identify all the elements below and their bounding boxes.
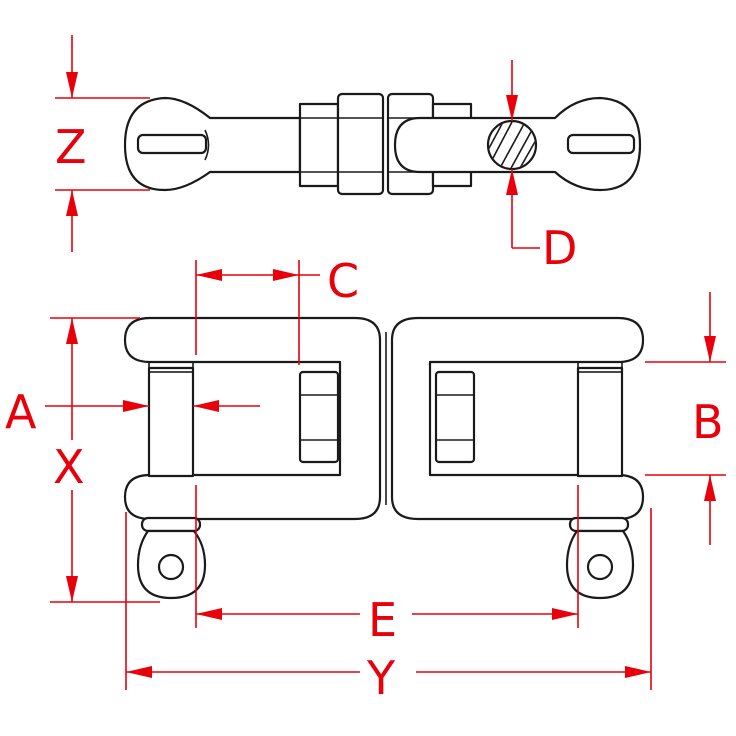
label-x: X [53, 440, 85, 494]
front-view [123, 316, 645, 600]
label-d: D [542, 221, 577, 275]
right-pin-slot [566, 133, 636, 155]
right-shackle [390, 316, 645, 600]
right-nut-front [434, 370, 476, 464]
label-a: A [5, 385, 37, 439]
top-view [123, 92, 642, 196]
label-e: E [368, 593, 397, 647]
left-nut-top [298, 102, 340, 188]
left-swivel-collar [336, 92, 385, 196]
dimension-lines [45, 35, 726, 690]
left-pin-body [147, 366, 195, 478]
left-pin-collar [140, 516, 202, 533]
left-nut-front [298, 370, 340, 464]
dimension-labels: Z D C A X B E Y [5, 120, 724, 705]
label-y: Y [366, 651, 396, 705]
label-c: C [327, 254, 359, 308]
right-pin-body [576, 366, 624, 478]
left-shackle [123, 316, 382, 600]
label-z: Z [55, 120, 87, 174]
left-eye-top [123, 96, 302, 192]
section-hatch [489, 122, 535, 168]
label-b: B [692, 395, 724, 449]
